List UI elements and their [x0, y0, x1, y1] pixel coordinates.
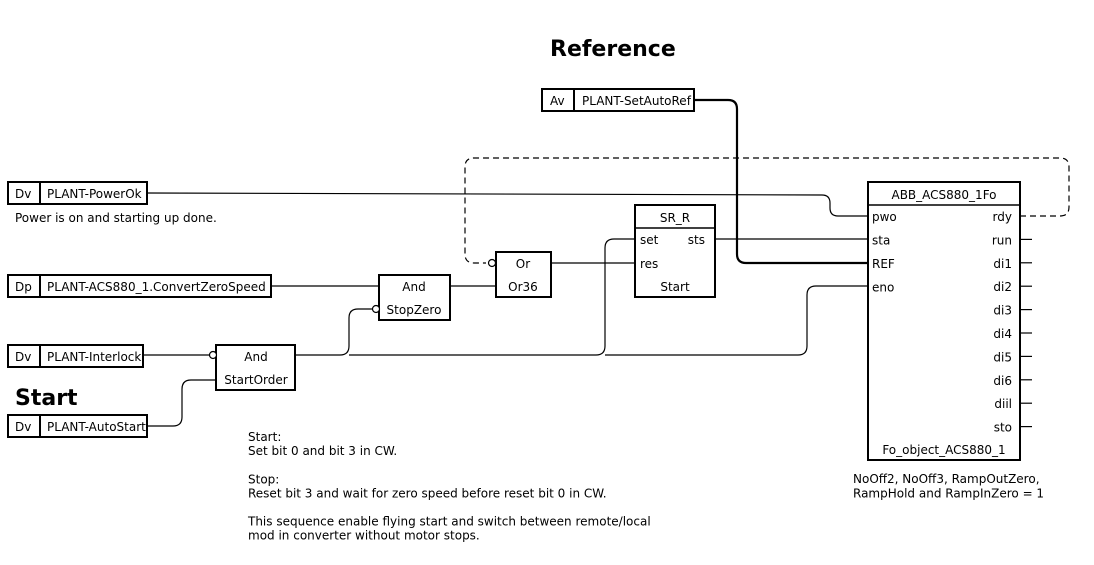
wire-startorder-set: [349, 238, 635, 356]
sr-output-sts: sts: [688, 233, 705, 247]
note-line: Reset bit 3 and wait for zero speed befo…: [248, 486, 607, 500]
fo-output-di5: di5: [993, 350, 1012, 364]
note-line: Start:: [248, 430, 281, 444]
fo-name: Fo_object_ACS880_1: [882, 443, 1005, 457]
gate-name: Or36: [508, 280, 538, 294]
signal-type: Dp: [15, 280, 32, 294]
gate-startorder[interactable]: And StartOrder: [208, 344, 296, 391]
wire-rdy-feedback: [464, 157, 1070, 264]
signal-type: Dv: [15, 350, 31, 364]
note-line: This sequence enable flying start and sw…: [247, 515, 651, 529]
wire-autostart-startorder: [147, 379, 216, 427]
gate-op: And: [244, 350, 267, 364]
fo-output-di2: di2: [993, 280, 1012, 294]
fo-output-di3: di3: [993, 304, 1012, 318]
wires: [143, 98, 1070, 428]
gate-or36[interactable]: Or Or36: [487, 251, 552, 298]
signal-name: PLANT-AutoStart: [47, 420, 146, 434]
sr-title: SR_R: [660, 211, 690, 225]
wire-startorder-eno: [605, 285, 868, 356]
inverted-input-icon: [487, 258, 497, 268]
wire-powerok-pwo: [146, 192, 868, 217]
fo-output-sto: sto: [994, 421, 1012, 435]
wire-setautoref-ref: [694, 98, 868, 265]
note-line: mod in converter without motor stops.: [248, 529, 480, 543]
heading-reference: Reference: [550, 37, 676, 62]
fo-output-di6: di6: [993, 374, 1012, 388]
fo-output-run: run: [992, 233, 1012, 247]
signal-name: PLANT-ACS880_1.ConvertZeroSpeed: [47, 280, 266, 294]
sr-input-res: res: [640, 257, 658, 271]
gate-name: StartOrder: [224, 373, 287, 387]
notes-start-stop: Start:Set bit 0 and bit 3 in CW. Stop:Res…: [247, 430, 651, 543]
gate-name: StopZero: [387, 303, 442, 317]
wire-startorder-stopzero: [295, 308, 374, 356]
signal-type: Dv: [15, 187, 31, 201]
inverted-input-icon: [371, 304, 381, 314]
fo-title: ABB_ACS880_1Fo: [891, 188, 996, 202]
signal-autostart[interactable]: Dv PLANT-AutoStart: [7, 414, 148, 438]
fo-input-ref: REF: [872, 257, 895, 271]
inverted-input-icon: [208, 350, 218, 360]
notes-fo-config: NoOff2, NoOff3, RampOutZero,RampHold and…: [853, 472, 1044, 501]
signal-type: Av: [550, 94, 565, 108]
output-stubs: [1020, 238, 1032, 428]
note-line: NoOff2, NoOff3, RampOutZero,: [853, 472, 1040, 486]
signal-name: PLANT-PowerOk: [47, 187, 142, 201]
note-line: Set bit 0 and bit 3 in CW.: [248, 444, 397, 458]
gate-op: Or: [516, 257, 530, 271]
sr-input-set: set: [640, 233, 659, 247]
fo-output-di1: di1: [993, 257, 1012, 271]
heading-start: Start: [15, 386, 78, 411]
sr-latch-block[interactable]: SR_R set res sts Start: [634, 204, 716, 298]
sr-name: Start: [660, 280, 690, 294]
fo-outputs: rdy run di1 di2 di3 di4 di5 di6 diil sto: [992, 210, 1012, 435]
signal-name: PLANT-Interlock: [47, 350, 141, 364]
power-comment: Power is on and starting up done.: [15, 211, 217, 225]
gate-op: And: [402, 280, 425, 294]
gate-stopzero[interactable]: And StopZero: [371, 274, 451, 321]
fo-input-pwo: pwo: [872, 210, 897, 224]
signal-powerok[interactable]: Dv PLANT-PowerOk: [7, 181, 148, 205]
signal-convertzerospeed[interactable]: Dp PLANT-ACS880_1.ConvertZeroSpeed: [7, 274, 272, 298]
note-line: Stop:: [248, 472, 279, 486]
signal-type: Dv: [15, 420, 31, 434]
note-line: RampHold and RampInZero = 1: [853, 487, 1044, 501]
fo-output-diil: diil: [994, 397, 1012, 411]
fo-output-di4: di4: [993, 327, 1012, 341]
signal-interlock[interactable]: Dv PLANT-Interlock: [7, 344, 144, 368]
fo-input-eno: eno: [872, 281, 894, 295]
fo-input-sta: sta: [872, 234, 890, 248]
signal-name: PLANT-SetAutoRef: [582, 94, 692, 108]
signal-setautoref[interactable]: Av PLANT-SetAutoRef: [541, 88, 695, 112]
fo-output-rdy: rdy: [993, 210, 1012, 224]
